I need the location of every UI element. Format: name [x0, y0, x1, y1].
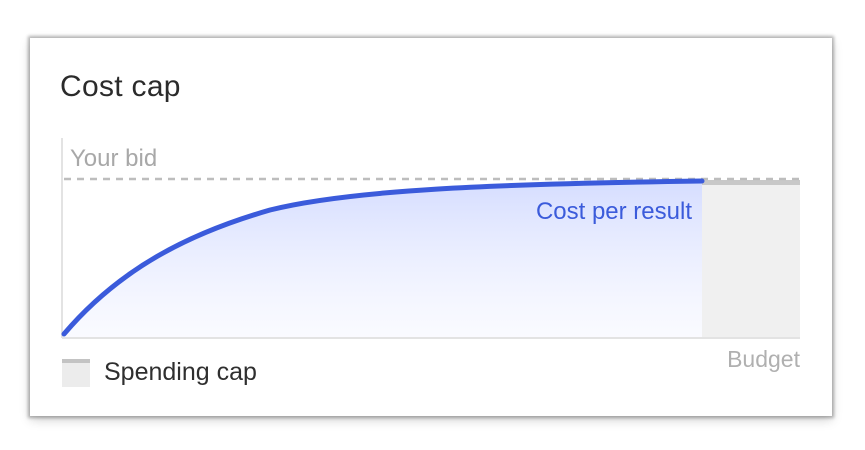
your-bid-label: Your bid [70, 145, 158, 172]
spending-cap-swatch [62, 358, 90, 387]
budget-label: Budget [727, 346, 800, 372]
cost-cap-card: Cost cap Your bid Cost per result Budget… [30, 38, 832, 416]
card-title: Cost cap [60, 70, 181, 103]
spending-cap-region [702, 182, 800, 338]
legend: Spending cap [62, 358, 257, 387]
cost-per-result-area [64, 181, 702, 338]
spending-cap-top-edge [702, 180, 800, 185]
cost-per-result-curve [61, 178, 705, 337]
spending-cap-legend-label: Spending cap [104, 358, 257, 386]
cost-per-result-label: Cost per result [535, 198, 692, 225]
cost-cap-chart [61, 138, 800, 339]
